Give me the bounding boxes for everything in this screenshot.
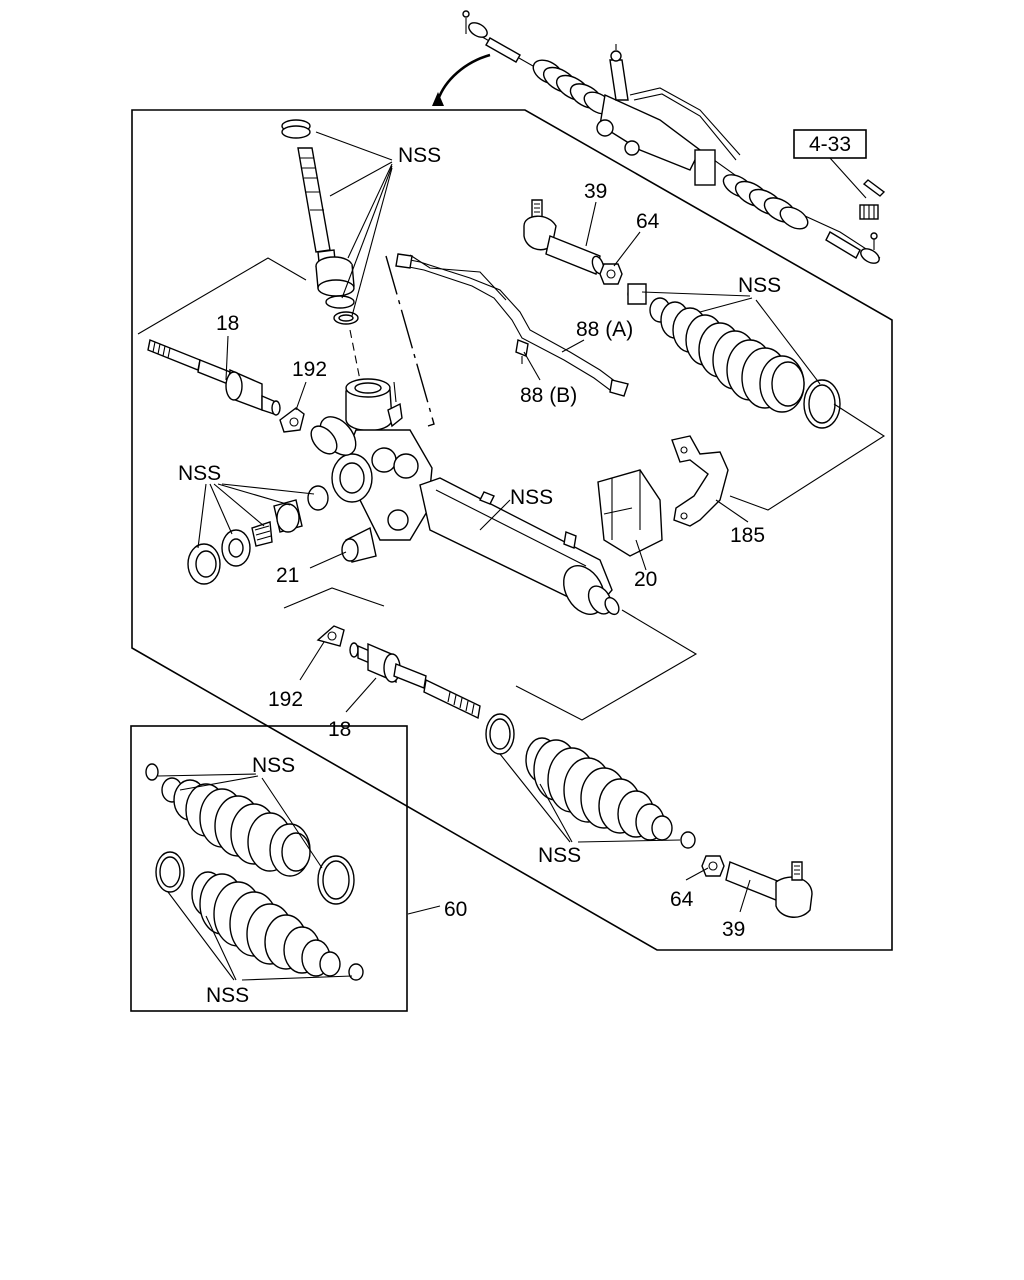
label-192-upper: 192 <box>292 358 327 381</box>
lower-inner-tie-rod <box>316 625 481 720</box>
label-nss-lower-right: NSS <box>538 844 581 867</box>
rack-housing <box>310 416 620 616</box>
overview-assembly <box>462 10 881 264</box>
label-20: 20 <box>634 568 657 591</box>
yoke-parts <box>187 485 329 585</box>
upper-inner-tie-rod <box>147 339 281 416</box>
label-21: 21 <box>276 564 299 587</box>
label-185: 185 <box>730 524 765 547</box>
detail-arrow <box>432 53 491 106</box>
reference-4-33[interactable]: 4-33 <box>793 129 867 159</box>
label-nss-kit-top: NSS <box>252 754 295 777</box>
label-192-lower: 192 <box>268 688 303 711</box>
alignment-lines <box>137 255 886 721</box>
lower-tie-rod-end <box>701 855 813 918</box>
pinion-shaft <box>281 119 363 391</box>
main-frame <box>131 109 893 951</box>
label-39-lower: 39 <box>722 918 745 941</box>
label-39-upper: 39 <box>584 180 607 203</box>
part-185-clamp <box>671 435 729 527</box>
label-nss-housing: NSS <box>510 486 553 509</box>
part-21-bushing <box>341 526 377 563</box>
svg-text:4-33: 4-33 <box>809 133 851 156</box>
upper-boot <box>627 283 841 429</box>
label-nss-left: NSS <box>178 462 221 485</box>
label-nss-kit-bottom: NSS <box>206 984 249 1007</box>
label-64-upper: 64 <box>636 210 660 233</box>
kit-60-boots <box>145 763 364 981</box>
upper-lock-washer-192 <box>279 407 305 433</box>
label-60: 60 <box>444 898 467 921</box>
upper-tie-rod-end <box>523 199 623 285</box>
valve-housing <box>345 378 403 432</box>
label-88b: 88 (B) <box>520 384 577 407</box>
label-64-lower: 64 <box>670 888 694 911</box>
label-nss-top: NSS <box>398 144 441 167</box>
label-88a: 88 (A) <box>576 318 633 341</box>
label-nss-upper-right: NSS <box>738 274 781 297</box>
kit-frame <box>130 725 408 1012</box>
label-18-lower: 18 <box>328 718 351 741</box>
lower-boot <box>485 713 696 849</box>
label-18-upper: 18 <box>216 312 239 335</box>
leader-lines <box>157 131 821 981</box>
part-20-bracket <box>597 469 663 557</box>
